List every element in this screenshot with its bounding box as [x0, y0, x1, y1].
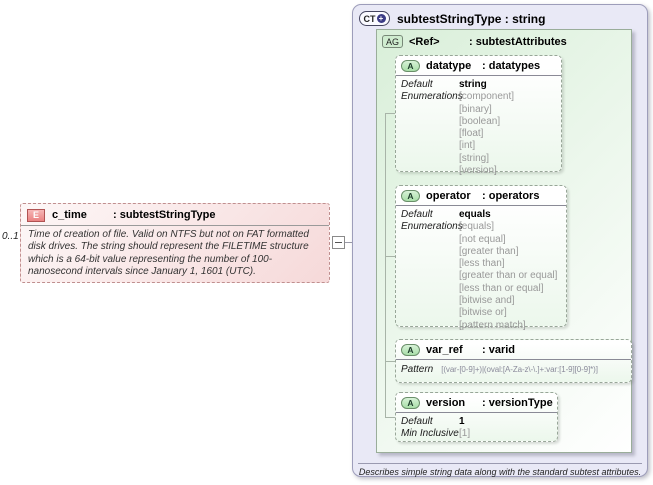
default-value: string: [459, 79, 487, 90]
min-inclusive-value: [1]: [459, 428, 471, 440]
attribute-name: var_ref: [426, 344, 463, 356]
enumeration-list: [equals][not equal][greater than][less t…: [459, 221, 557, 332]
attribute-icon: A: [401, 60, 420, 72]
complex-type-box: CT + subtestStringType : string AG <Ref>…: [352, 4, 648, 477]
tree-stub-operator: [385, 256, 395, 257]
facet-labels: Default Min Inclusive: [401, 416, 459, 441]
enumeration-value: [bitwise and]: [459, 295, 515, 307]
tree-stub-datatype: [385, 113, 395, 114]
min-inclusive-label: Min Inclusive: [401, 428, 459, 440]
pattern-label: Pattern: [401, 364, 434, 375]
facet-table: Default Min Inclusive 1 [1]: [396, 413, 557, 441]
annotation-text: Describes simple string data along with …: [358, 467, 642, 477]
facet-values: string [component][binary][boolean][floa…: [459, 79, 514, 177]
default-label: Default: [401, 209, 433, 220]
attribute-group-type: : subtestAttributes: [469, 35, 567, 48]
facet-labels: Default Enumerations: [401, 79, 463, 177]
enumeration-value: [less than]: [459, 258, 505, 270]
enumeration-value: [less than or equal]: [459, 282, 544, 294]
facet-values: 1 [1]: [459, 416, 470, 441]
cardinality-label: 0..1: [2, 231, 19, 242]
attribute-type: : datatypes: [482, 60, 541, 72]
complex-type-header: CT + subtestStringType : string: [353, 5, 647, 26]
attribute-group-box: AG <Ref> : subtestAttributes A datatype …: [376, 29, 632, 453]
attribute-icon: A: [401, 344, 420, 356]
pattern-value: [(var-[0-9]+)|(oval:[A-Za-z\-\.]+:var:[1…: [441, 365, 598, 374]
attribute-icon: A: [401, 397, 420, 409]
enumeration-list: [component][binary][boolean][float][int]…: [459, 91, 514, 177]
tree-stub-var-ref: [385, 361, 395, 362]
enumeration-value: [greater than or equal]: [459, 270, 558, 282]
enumeration-value: [float]: [459, 128, 484, 140]
attribute-type: : operators: [482, 190, 540, 202]
collapse-dash-icon: [335, 242, 342, 243]
collapse-toggle[interactable]: [332, 236, 345, 249]
attribute-header: A datatype : datatypes: [396, 56, 561, 76]
enumeration-value: [bitwise or]: [459, 307, 507, 319]
attribute-box-var-ref[interactable]: A var_ref : varid Pattern [(var-[0-9]+)|…: [395, 339, 632, 383]
complex-type-icon: CT +: [359, 11, 390, 26]
enumeration-value: [not equal]: [459, 233, 506, 245]
element-description: Time of creation of file. Valid on NTFS …: [28, 229, 309, 278]
plus-icon: +: [376, 14, 386, 23]
complex-type-icon-label: CT: [363, 13, 376, 24]
enumeration-value: [binary]: [459, 103, 492, 115]
attribute-header: A var_ref : varid: [396, 340, 631, 360]
element-type: : subtestStringType: [113, 209, 216, 221]
attribute-group-header: AG <Ref> : subtestAttributes: [377, 30, 631, 48]
facet-row-pattern: Pattern [(var-[0-9]+)|(oval:[A-Za-z\-\.]…: [396, 360, 631, 375]
element-icon: E: [27, 208, 45, 222]
enumeration-value: [greater than]: [459, 245, 519, 257]
facet-table: Default Enumerations string [component][…: [396, 76, 561, 177]
attribute-type: : versionType: [482, 397, 553, 409]
attribute-name: operator: [426, 190, 471, 202]
attribute-group-icon: AG: [382, 35, 403, 48]
attribute-box-operator[interactable]: A operator : operators Default Enumerati…: [395, 185, 567, 331]
element-box-c-time[interactable]: E c_time : subtestStringType Time of cre…: [20, 203, 330, 283]
enumeration-value: [component]: [459, 91, 515, 103]
default-value: equals: [459, 209, 491, 220]
attribute-box-version[interactable]: A version : versionType Default Min Incl…: [395, 392, 558, 442]
enumerations-label: Enumerations: [401, 221, 463, 233]
tree-spine-line: [385, 113, 386, 418]
element-header: E c_time : subtestStringType: [21, 204, 329, 226]
enumeration-value: [pattern match]: [459, 319, 526, 331]
enumeration-value: [version]: [459, 165, 497, 177]
attribute-header: A version : versionType: [396, 393, 557, 413]
attribute-type: : varid: [482, 344, 516, 356]
default-label: Default: [401, 79, 433, 90]
default-label: Default: [401, 416, 433, 427]
attribute-name: version: [426, 397, 466, 409]
complex-type-title: subtestStringType : string: [397, 11, 546, 26]
attribute-group-name: <Ref>: [409, 35, 440, 48]
enumeration-value: [int]: [459, 140, 476, 152]
enumerations-label: Enumerations: [401, 91, 463, 103]
attribute-box-datatype[interactable]: A datatype : datatypes Default Enumerati…: [395, 55, 562, 176]
footer-separator: [358, 463, 642, 464]
enumeration-value: [equals]: [459, 221, 495, 233]
attribute-header: A operator : operators: [396, 186, 566, 206]
enumeration-value: [boolean]: [459, 115, 501, 127]
attribute-icon: A: [401, 190, 420, 202]
facet-values: equals [equals][not equal][greater than]…: [459, 209, 557, 332]
facet-labels: Default Enumerations: [401, 209, 463, 332]
facet-table: Default Enumerations equals [equals][not…: [396, 206, 566, 332]
tree-stub-version: [385, 417, 395, 418]
attribute-name: datatype: [426, 60, 472, 72]
enumeration-value: [string]: [459, 152, 490, 164]
default-value: 1: [459, 416, 465, 427]
element-name: c_time: [52, 209, 87, 221]
